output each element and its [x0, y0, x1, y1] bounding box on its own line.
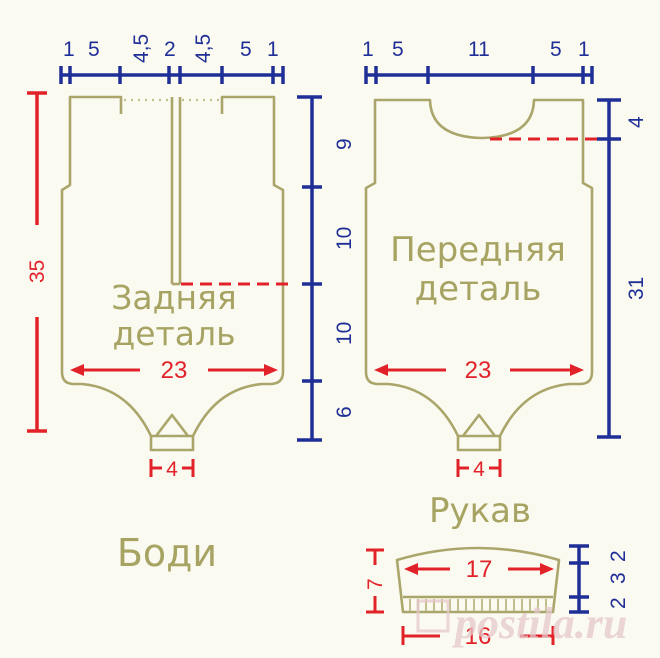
back-width-label-4-5-left: 4,5 [130, 34, 153, 63]
sleeve-outline [395, 546, 561, 614]
front-neck-depth-label: 4 [625, 116, 648, 128]
sleeve-bottom-width-arrow [401, 626, 555, 645]
front-piece: 1 5 11 5 1 4 31 23 [362, 38, 648, 481]
back-width-label-5b: 5 [240, 38, 252, 61]
front-width-label: 23 [465, 357, 492, 384]
back-crotch-dimension [149, 459, 195, 477]
back-height-label-10b: 10 [333, 322, 356, 345]
back-label-line2: деталь [112, 314, 235, 353]
front-width-label-5: 5 [392, 38, 404, 61]
sleeve-label: Рукав [429, 491, 531, 531]
back-width-label-1b: 1 [267, 38, 279, 61]
postila-watermark: postila.ru [416, 599, 627, 648]
sleeve-top-width-arrow [404, 563, 554, 575]
front-outline [364, 98, 594, 452]
front-width-label-1b: 1 [578, 38, 590, 61]
sleeve-right-height-label-2b: 2 [607, 597, 630, 609]
sleeve-right-height-dimension [569, 544, 589, 614]
sleeve-left-height-dimension [366, 548, 384, 614]
back-width-label-4-5-right: 4,5 [192, 34, 215, 63]
back-width-label: 23 [161, 357, 188, 384]
front-crotch-dimension [456, 459, 502, 477]
front-width-label-1: 1 [362, 38, 374, 61]
back-height-label-10a: 10 [333, 227, 356, 250]
back-width-label-1: 1 [63, 38, 75, 61]
front-right-height-dimension [597, 98, 621, 439]
back-label-line1: Задняя [111, 278, 236, 317]
back-crotch-label: 4 [166, 458, 178, 481]
front-width-label-11: 11 [468, 38, 490, 61]
back-height-label-9: 9 [333, 138, 356, 150]
sleeve-bottom-width-label: 16 [465, 623, 492, 650]
back-width-label-2: 2 [164, 38, 176, 61]
back-width-arrow [70, 364, 278, 376]
back-left-height-dimension [27, 91, 47, 433]
sleeve-left-height-label: 7 [364, 578, 387, 590]
back-left-height-label: 35 [26, 260, 49, 283]
front-width-label-5b: 5 [550, 38, 562, 61]
back-piece: 1 5 4,5 2 4,5 5 1 35 [26, 34, 356, 481]
diagram-title: Боди [117, 531, 217, 575]
watermark-logo-icon [416, 599, 450, 633]
watermark-text: postila.ru [451, 599, 627, 648]
front-crotch-label: 4 [473, 458, 485, 481]
back-top-dimension [59, 66, 285, 84]
front-label-line1: Передняя [390, 230, 566, 270]
front-width-arrow [374, 364, 584, 376]
sleeve-right-height-label-2a: 2 [607, 550, 630, 562]
back-height-label-6: 6 [333, 406, 356, 418]
sleeve-top-width-label: 17 [466, 556, 493, 583]
back-outline [60, 95, 285, 452]
sleeve-right-height-label-3: 3 [607, 572, 630, 584]
sleeve-piece: Рукав 17 7 [364, 491, 630, 650]
front-label-line2: деталь [415, 269, 542, 309]
back-width-label-5: 5 [88, 38, 100, 61]
front-top-dimension [364, 66, 594, 84]
back-right-height-dimension [297, 95, 322, 442]
front-height-label-31: 31 [625, 277, 648, 300]
